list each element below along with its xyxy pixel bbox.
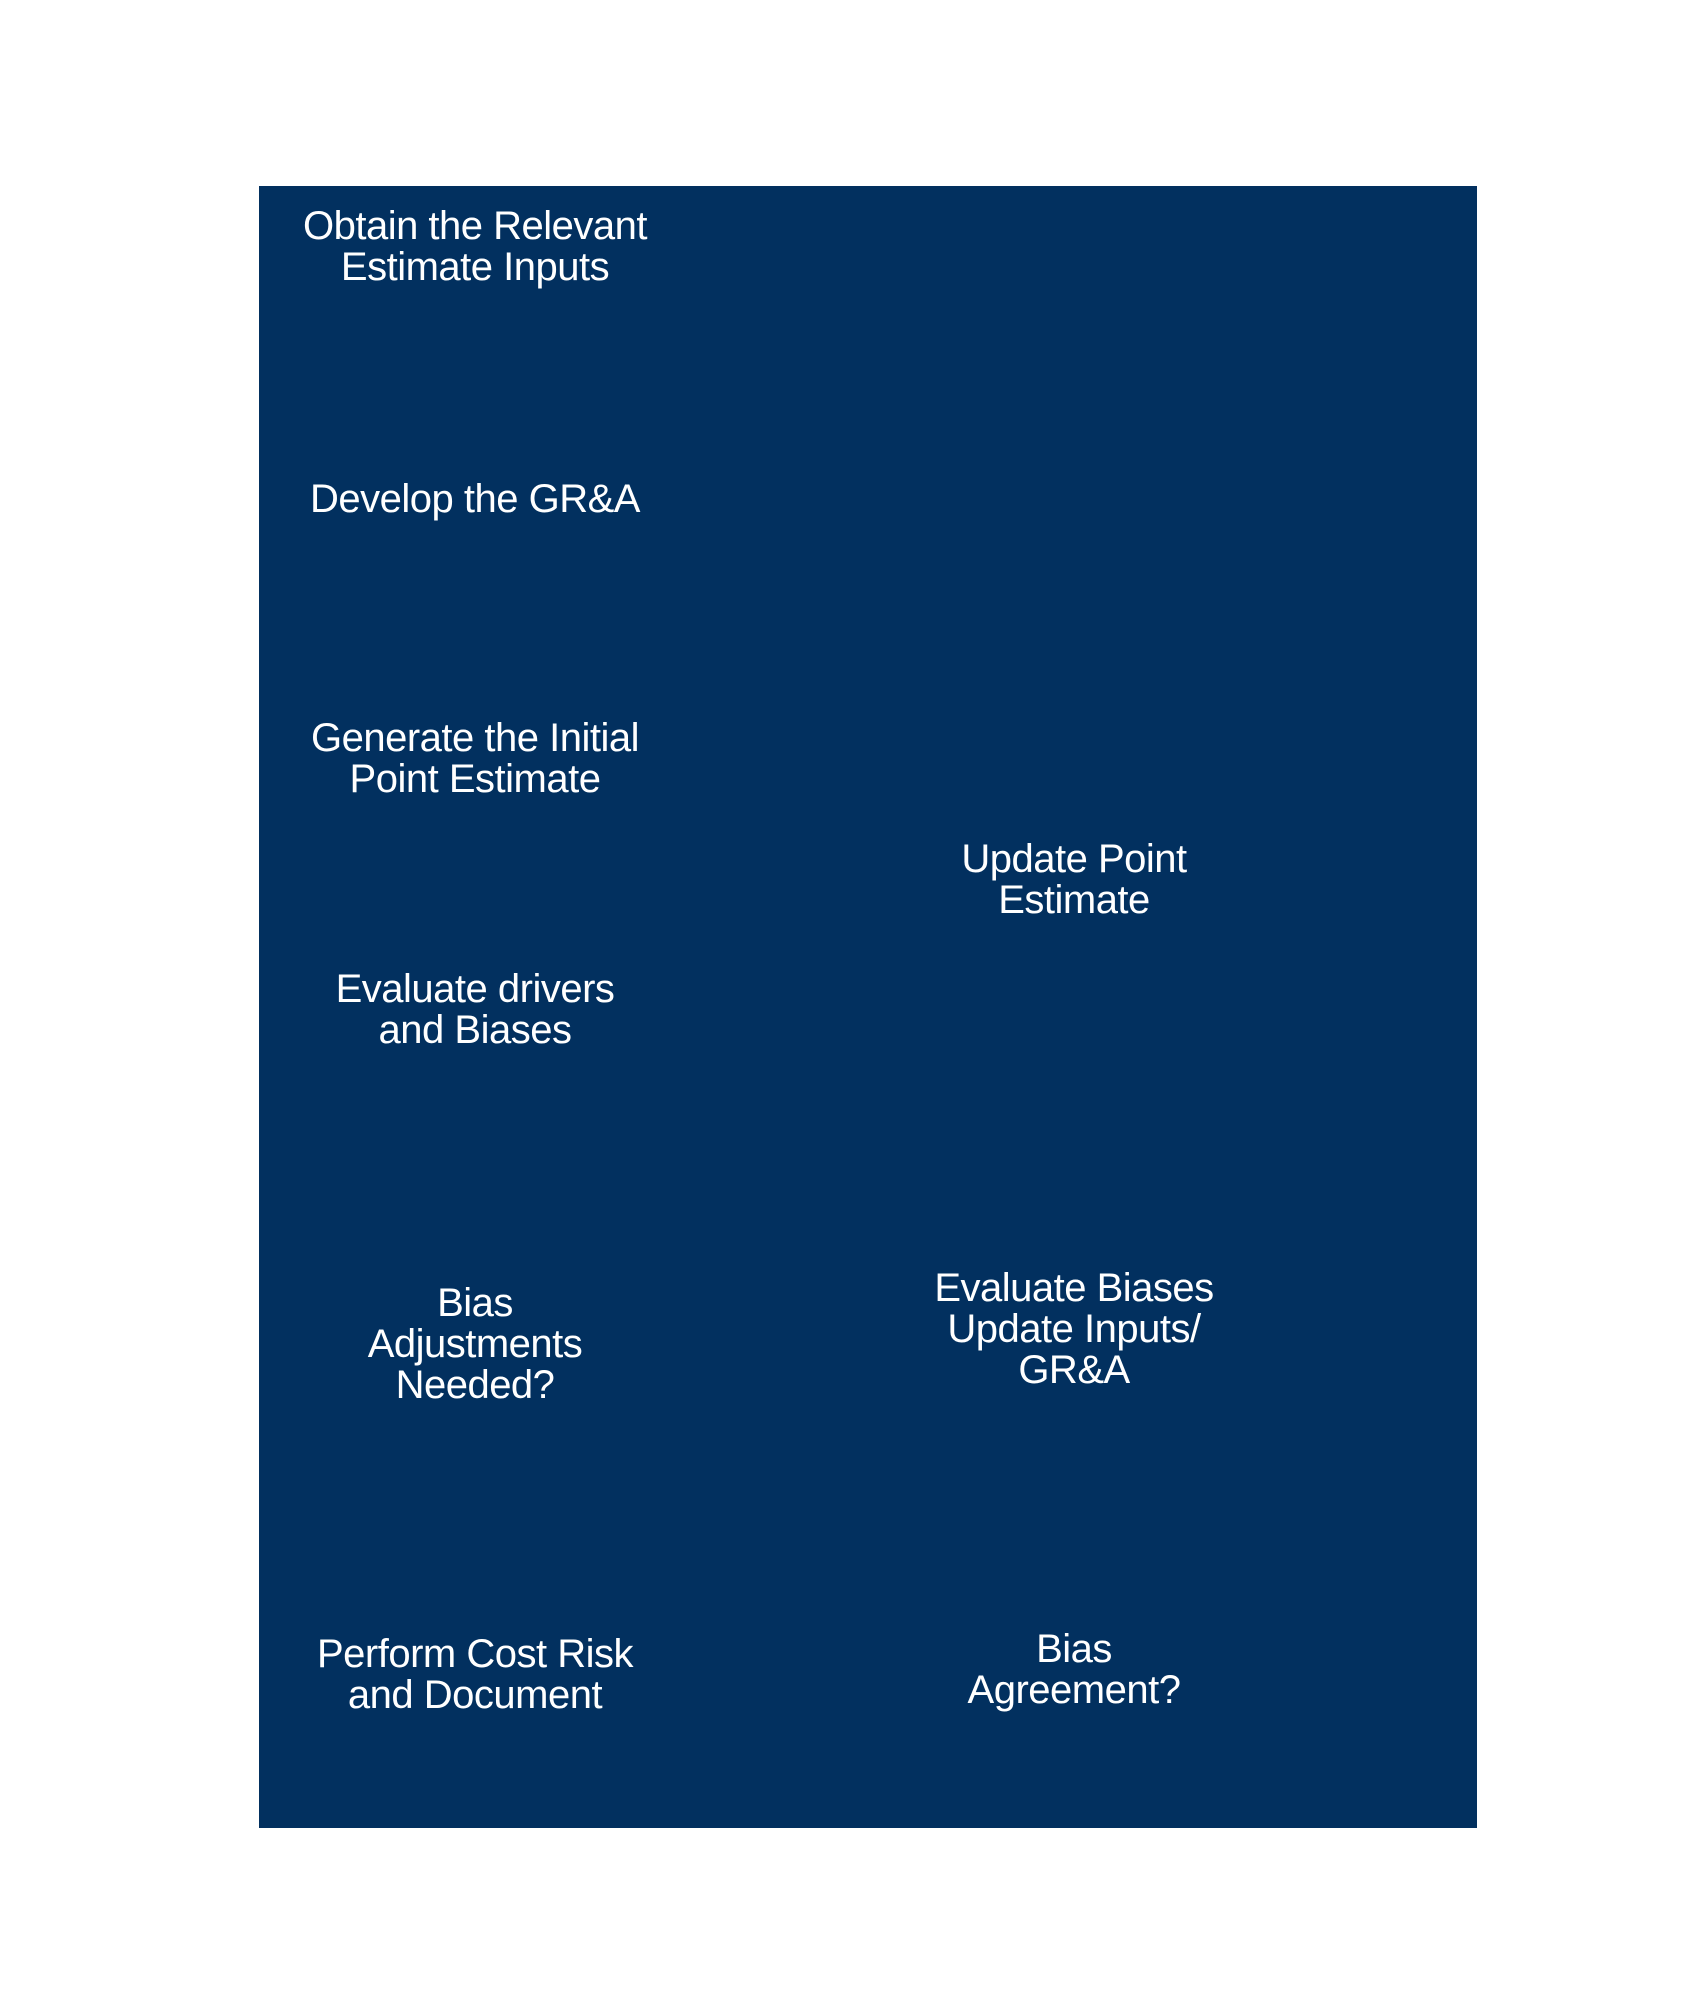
node-bias-adjustments-needed: Bias Adjustments Needed? (367, 1281, 583, 1407)
node-update-point-estimate: Update Point Estimate (961, 837, 1187, 922)
node-bias-agreement: Bias Agreement? (967, 1627, 1181, 1712)
node-perform-cost-risk-and-document: Perform Cost Risk and Document (317, 1632, 634, 1717)
node-generate-initial-point-estimate: Generate the Initial Point Estimate (311, 716, 640, 801)
node-develop-gra: Develop the GR&A (310, 477, 640, 521)
node-evaluate-drivers-and-biases: Evaluate drivers and Biases (335, 967, 615, 1052)
node-evaluate-biases-update-inputs: Evaluate Biases Update Inputs/ GR&A (934, 1266, 1214, 1392)
flowchart-panel: Obtain the Relevant Estimate Inputs Deve… (259, 186, 1477, 1828)
node-obtain-estimate-inputs: Obtain the Relevant Estimate Inputs (302, 204, 648, 289)
